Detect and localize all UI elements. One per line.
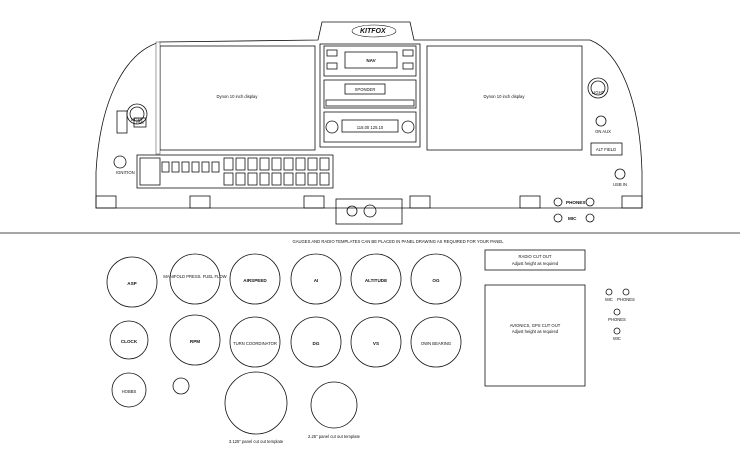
mount-tab	[303, 195, 325, 209]
usb-label: USB IN	[613, 182, 627, 187]
svg-text:TURN COORDINATOR: TURN COORDINATOR	[233, 341, 277, 346]
svg-text:OWN BEARING: OWN BEARING	[421, 341, 451, 346]
gauge-turn-coordinator: TURN COORDINATOR	[229, 316, 281, 368]
mount-tab	[621, 195, 643, 209]
template-3-125: 3.125" panel cut out template	[224, 371, 288, 444]
mount-tab	[519, 195, 541, 209]
templates-note: GAUGES AND RADIO TEMPLATES CAN BE PLACED…	[292, 239, 504, 244]
avionics-cutout	[484, 284, 586, 387]
left-display-label: Dynon 10 inch display	[217, 94, 259, 99]
jack-template-phones-2	[613, 308, 621, 316]
svg-text:HOBBS: HOBBS	[122, 389, 137, 394]
svg-text:RPM: RPM	[190, 339, 200, 344]
gauge-asp: ASP	[106, 256, 158, 308]
svg-text:2.25" panel cut out template: 2.25" panel cut out template	[308, 434, 361, 439]
aux-label: ON AUX	[595, 129, 611, 134]
right-display-label: Dynon 10 inch display	[484, 94, 526, 99]
avionics-cutout-title: AVIONICS, GPS CUT OUT	[510, 323, 561, 328]
phones-jack[interactable]	[553, 197, 563, 207]
avionics-cutout-sub: Adjust height as required	[512, 329, 559, 334]
radio-stack: NAV XPONDER 118.00 125.10	[319, 43, 421, 148]
svg-text:VS: VS	[373, 341, 379, 346]
gauge-og: OG	[410, 253, 462, 305]
gauge-vs: VS	[350, 316, 402, 368]
svg-text:OG: OG	[432, 278, 440, 283]
svg-text:MIC: MIC	[605, 297, 613, 302]
gauge-hobbs: HOBBS	[111, 372, 147, 408]
svg-text:MANIFOLD PRESS. FUEL FLOW: MANIFOLD PRESS. FUEL FLOW	[163, 274, 226, 279]
right-light-knob[interactable]	[587, 77, 609, 99]
gauge-manifold: MANIFOLD PRESS. FUEL FLOW	[163, 253, 227, 305]
gauge-altitude: ALTITUDE	[350, 253, 402, 305]
gauge-ai: AI	[290, 253, 342, 305]
pmi-label: PMI	[136, 120, 143, 125]
svg-text:AI: AI	[314, 278, 319, 283]
kitfox-logo: KITFOX	[351, 24, 397, 38]
svg-text:AIRSPEED: AIRSPEED	[243, 278, 267, 283]
gauge-airspeed: AIRSPEED	[229, 253, 281, 305]
mount-tab	[189, 195, 211, 209]
mic-jack-2[interactable]	[585, 213, 595, 223]
breaker-switches[interactable]	[161, 157, 330, 186]
radio-cutout-sub: Adjust height as required	[512, 261, 559, 266]
xponder-label: XPONDER	[355, 87, 376, 92]
gauge-dg: DG	[290, 316, 342, 368]
master-switch[interactable]	[363, 204, 377, 218]
mic-jack[interactable]	[553, 213, 563, 223]
gauge-templates: ASP MANIFOLD PRESS. FUEL FLOW AIRSPEED A…	[106, 253, 462, 444]
radio-cutout	[484, 249, 586, 271]
svg-text:PHONES: PHONES	[617, 297, 635, 302]
svg-text:ASP: ASP	[127, 281, 136, 286]
svg-text:ALTITUDE: ALTITUDE	[365, 278, 387, 283]
mount-tab	[409, 195, 431, 209]
phones-jack-2[interactable]	[585, 197, 595, 207]
right-knob-label: LIGHT	[592, 90, 605, 95]
breaker-panel	[136, 154, 334, 189]
template-2-25: 2.25" panel cut out template	[308, 381, 361, 439]
com-readout: 118.00 125.10	[357, 125, 384, 130]
ignition-switch[interactable]	[113, 155, 127, 169]
alt-field-label: ALT FIELD	[596, 147, 616, 152]
right-display	[426, 45, 583, 151]
left-knob-label: LIGHT	[131, 117, 144, 122]
radio-button-row	[325, 99, 415, 107]
jack-template-mic-2	[613, 327, 621, 335]
svg-text:MIC: MIC	[613, 336, 621, 341]
key-switch[interactable]	[346, 205, 358, 217]
jack-template-mic	[605, 288, 613, 296]
phones-label: PHONES	[566, 200, 585, 205]
mount-tab	[95, 195, 117, 209]
gauge-clock: CLOCK	[109, 320, 149, 360]
svg-text:CLOCK: CLOCK	[121, 339, 138, 344]
svg-text:PHONES: PHONES	[608, 317, 626, 322]
gauge-own-bearing: OWN BEARING	[410, 316, 462, 368]
ignition-label: IGNITION	[116, 170, 135, 175]
pmi-box	[133, 117, 147, 128]
switch-column[interactable]	[116, 110, 128, 134]
key-switch-plate	[335, 198, 403, 225]
logo-text: KITFOX	[360, 28, 387, 35]
nav-label: NAV	[366, 58, 376, 63]
jack-template-phones	[622, 288, 630, 296]
alt-field-switch[interactable]	[590, 142, 623, 156]
gauge-rpm: RPM	[169, 314, 221, 366]
mic-label: MIC	[568, 216, 577, 221]
svg-text:3.125" panel cut out template: 3.125" panel cut out template	[229, 439, 284, 444]
radio-cutout-title: RADIO CUT OUT	[519, 254, 552, 259]
svg-text:DG: DG	[313, 341, 320, 346]
aux-jack[interactable]	[595, 115, 607, 127]
panel-outline	[95, 21, 643, 209]
usb-jack[interactable]	[614, 168, 626, 180]
small-knob-template	[172, 377, 190, 395]
